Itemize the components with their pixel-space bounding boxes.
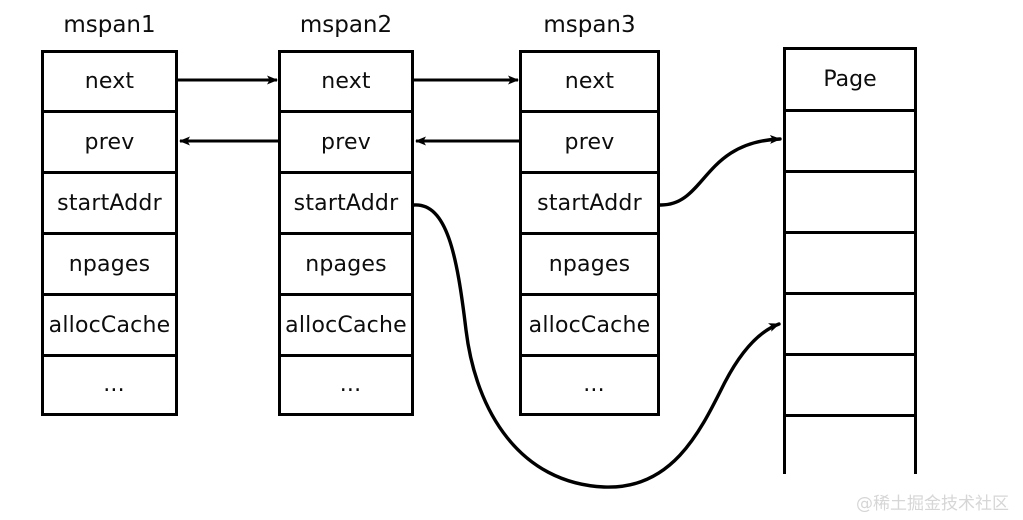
field-mspan1-ellipsis: ... — [44, 357, 175, 413]
field-mspan3-next: next — [522, 53, 657, 113]
page-cell-6 — [786, 417, 914, 477]
field-mspan3-prev: prev — [522, 113, 657, 174]
field-mspan2-prev: prev — [281, 113, 411, 174]
watermark: @稀土掘金技术社区 — [856, 494, 1009, 514]
field-mspan1-alloccache: allocCache — [44, 296, 175, 357]
page-cell-4 — [786, 295, 914, 356]
field-mspan3-alloccache: allocCache — [522, 296, 657, 357]
field-mspan2-ellipsis: ... — [281, 357, 411, 413]
field-mspan2-alloccache: allocCache — [281, 296, 411, 357]
field-mspan2-startaddr: startAddr — [281, 174, 411, 235]
struct-box-mspan3: next prev startAddr npages allocCache ..… — [519, 50, 660, 416]
struct-title-mspan1: mspan1 — [63, 12, 156, 38]
field-mspan1-next: next — [44, 53, 175, 113]
struct-box-mspan1: next prev startAddr npages allocCache ..… — [41, 50, 178, 416]
field-mspan2-next: next — [281, 53, 411, 113]
struct-title-mspan2: mspan2 — [299, 12, 393, 38]
connector-mspan3-startaddr-to-page — [658, 134, 782, 207]
field-mspan1-prev: prev — [44, 113, 175, 174]
field-mspan3-startaddr: startAddr — [522, 174, 657, 235]
page-cell-1 — [786, 112, 914, 173]
field-mspan2-npages: npages — [281, 235, 411, 296]
field-mspan3-npages: npages — [522, 235, 657, 296]
field-mspan1-startaddr: startAddr — [44, 174, 175, 235]
page-column-header: Page — [786, 50, 914, 112]
struct-box-mspan2: next prev startAddr npages allocCache ..… — [278, 50, 414, 416]
page-cell-2 — [786, 173, 914, 234]
page-cell-3 — [786, 234, 914, 295]
struct-title-mspan3: mspan3 — [543, 12, 636, 38]
page-cell-5 — [786, 356, 914, 417]
field-mspan1-npages: npages — [44, 235, 175, 296]
field-mspan3-ellipsis: ... — [522, 357, 657, 413]
page-column: Page — [783, 47, 917, 477]
